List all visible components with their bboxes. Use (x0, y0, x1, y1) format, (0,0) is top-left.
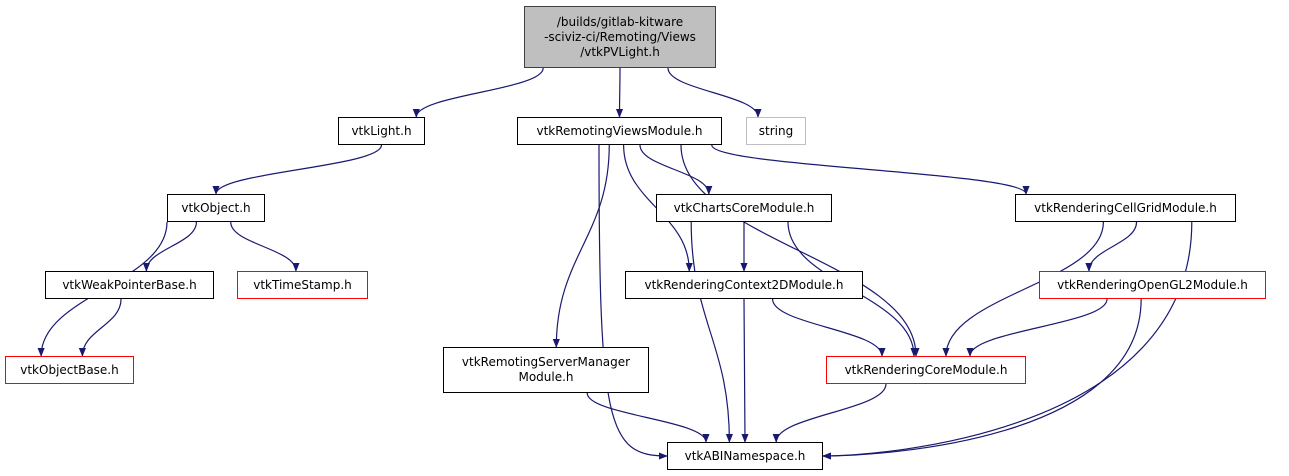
edge-vtkRemotingServerManagerModule-to-vtkABINamespace (586, 392, 710, 443)
node-root[interactable]: /builds/gitlab-kitware -sciviz-ci/Remoti… (524, 6, 716, 68)
node-label: vtkWeakPointerBase.h (62, 277, 197, 292)
edge-vtkRenderingContext2DModule-to-vtkABINamespace (741, 298, 749, 443)
node-vtkremotingviewsmodule[interactable]: vtkRemotingViewsModule.h (517, 117, 722, 145)
edge-root-to-vtkLight (412, 67, 544, 118)
edge-vtkRenderingCellGridModule-to-vtkABINamespace (822, 221, 1193, 460)
node-label: vtkObject.h (181, 200, 251, 215)
node-label: vtkRemotingServerManager Module.h (461, 355, 631, 384)
node-vtkabinamespace[interactable]: vtkABINamespace.h (667, 442, 823, 470)
edge-vtkRemotingViewsModule-to-vtkRemotingServerManagerModule (552, 144, 610, 348)
node-vtkrenderingcontext2dmodule[interactable]: vtkRenderingContext2DModule.h (625, 271, 863, 299)
node-vtkremotingservermanagermodule[interactable]: vtkRemotingServerManager Module.h (443, 347, 649, 393)
edge-vtkRenderingContext2DModule-to-vtkRenderingCoreModule (771, 298, 886, 357)
node-label: vtkRemotingViewsModule.h (536, 123, 703, 138)
node-vtkobjectbase[interactable]: vtkObjectBase.h (5, 356, 134, 384)
node-vtkrenderingcoremodule[interactable]: vtkRenderingCoreModule.h (826, 356, 1026, 384)
edge-vtkRemotingViewsModule-to-vtkRenderingCellGridModule (711, 144, 1030, 195)
edge-root-to-vtkRemotingViewsModule (615, 67, 624, 118)
edge-root-to-string (667, 67, 762, 118)
node-label: vtkRenderingCoreModule.h (844, 362, 1008, 377)
edge-vtkRenderingCellGridModule-to-vtkRenderingCoreModule (942, 221, 1104, 357)
edge-vtkRenderingCoreModule-to-vtkABINamespace (772, 383, 887, 443)
edge-vtkLight-to-vtkObject (212, 144, 383, 195)
node-label: vtkRenderingOpenGL2Module.h (1057, 277, 1248, 292)
node-vtkrenderingopengl2module[interactable]: vtkRenderingOpenGL2Module.h (1039, 271, 1266, 299)
edge-vtkRenderingCellGridModule-to-vtkRenderingOpenGL2Module (1085, 221, 1138, 272)
node-vtkweakpointerbase[interactable]: vtkWeakPointerBase.h (45, 271, 214, 299)
node-vtkobject[interactable]: vtkObject.h (167, 194, 265, 222)
edge-vtkRenderingOpenGL2Module-to-vtkABINamespace (822, 298, 1142, 460)
node-label: /builds/gitlab-kitware -sciviz-ci/Remoti… (544, 14, 696, 59)
edge-vtkRemotingViewsModule-to-vtkABINamespace (598, 144, 668, 460)
node-label: vtkLight.h (351, 123, 412, 138)
node-label: vtkTimeStamp.h (253, 277, 352, 292)
node-label: vtkRenderingContext2DModule.h (644, 277, 844, 292)
edge-vtkChartsCoreModule-to-vtkABINamespace (690, 221, 733, 443)
node-label: vtkChartsCoreModule.h (673, 200, 815, 215)
node-vtkrenderingcellgridmodule[interactable]: vtkRenderingCellGridModule.h (1015, 194, 1236, 222)
edge-vtkRemotingViewsModule-to-vtkChartsCoreModule (639, 144, 713, 195)
edge-vtkObject-to-vtkTimeStamp (230, 221, 300, 272)
edge-vtkObject-to-vtkWeakPointerBase (142, 221, 197, 272)
node-label: vtkRenderingCellGridModule.h (1034, 200, 1217, 215)
node-vtklight[interactable]: vtkLight.h (338, 117, 425, 145)
node-label: vtkObjectBase.h (20, 362, 119, 377)
node-vtkchartscoremodule[interactable]: vtkChartsCoreModule.h (656, 194, 832, 222)
edge-vtkRenderingOpenGL2Module-to-vtkRenderingCoreModule (966, 298, 1108, 357)
node-vtktimestamp[interactable]: vtkTimeStamp.h (237, 271, 368, 299)
node-string[interactable]: string (746, 117, 806, 145)
edge-vtkWeakPointerBase-to-vtkObjectBase (78, 298, 122, 357)
node-label: vtkABINamespace.h (684, 448, 806, 463)
node-label: string (758, 123, 794, 138)
